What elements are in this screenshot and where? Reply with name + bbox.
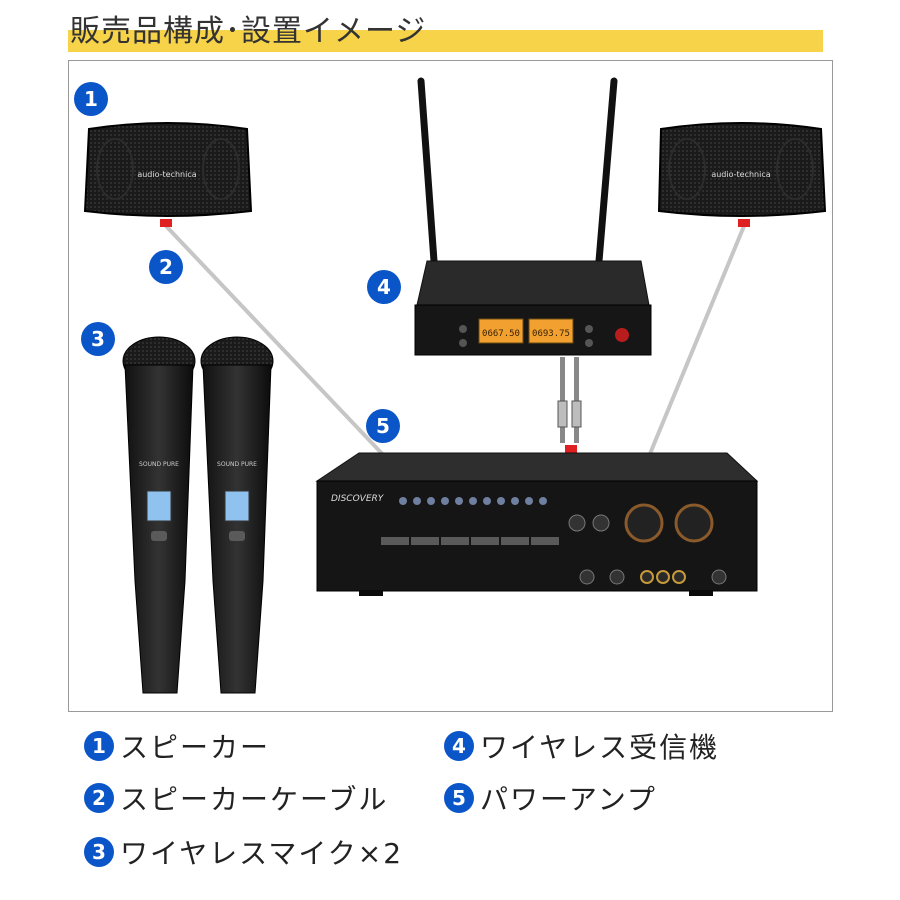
legend-label-4: ワイヤレス受信機 — [480, 731, 720, 764]
power-amplifier: DISCOVERY — [315, 452, 759, 596]
legend-badge-4: 4 — [444, 731, 474, 761]
legend-label-2: スピーカーケーブル — [120, 783, 389, 816]
wireless-receiver: 0667.50 0693.75 — [414, 77, 652, 356]
badge-3: 3 — [81, 322, 115, 356]
mic-1-brand: SOUND PURE — [139, 461, 179, 468]
speaker-left: audio-technica — [83, 122, 253, 227]
page-title: 販売品構成･設置イメージ — [70, 14, 427, 49]
speaker-right-connector — [738, 219, 750, 227]
svg-text:3: 3 — [91, 327, 105, 351]
badge-4: 4 — [367, 270, 401, 304]
speaker-right: audio-technica — [657, 122, 827, 227]
speaker-right-brand: audio-technica — [711, 170, 770, 179]
badge-1: 1 — [74, 82, 108, 116]
speaker-left-brand: audio-technica — [137, 170, 196, 179]
speaker-left-connector — [160, 219, 172, 227]
legend-item-wireless-mic: 3 ワイヤレスマイク×2 — [84, 832, 403, 872]
amp-input-connector — [565, 445, 577, 453]
receiver-display-2: 0693.75 — [532, 329, 570, 339]
mic-2-brand: SOUND PURE — [217, 461, 257, 468]
header-accent-band — [68, 30, 823, 52]
legend-item-speaker: 1 スピーカー — [84, 726, 270, 766]
svg-text:2: 2 — [159, 255, 173, 279]
diagram-canvas: audio-technica audio-technica 0667.50 06… — [74, 77, 827, 694]
legend-item-speaker-cable: 2 スピーカーケーブル — [84, 778, 388, 818]
wireless-mic-1: SOUND PURE — [122, 336, 196, 694]
receiver-display-1: 0667.50 — [482, 329, 520, 339]
svg-text:1: 1 — [84, 87, 98, 111]
legend-badge-5: 5 — [444, 783, 474, 813]
wireless-mic-2: SOUND PURE — [200, 336, 274, 694]
badge-2: 2 — [149, 250, 183, 284]
badge-5: 5 — [366, 409, 400, 443]
amp-brand: DISCOVERY — [331, 494, 385, 504]
svg-text:5: 5 — [376, 414, 390, 438]
legend-badge-2: 2 — [84, 783, 114, 813]
page-header: 販売品構成･設置イメージ — [68, 0, 828, 60]
legend-badge-3: 3 — [84, 837, 114, 867]
legend-label-5: パワーアンプ — [480, 783, 657, 816]
legend-badge-1: 1 — [84, 731, 114, 761]
setup-diagram: audio-technica audio-technica 0667.50 06… — [68, 60, 833, 712]
component-legend: 1 スピーカー 2 スピーカーケーブル 3 ワイヤレスマイク×2 4 ワイヤレス… — [84, 722, 844, 882]
legend-label-1: スピーカー — [120, 731, 271, 764]
svg-text:4: 4 — [377, 275, 391, 299]
audio-cables — [557, 357, 582, 453]
legend-item-power-amp: 5 パワーアンプ — [444, 778, 657, 818]
legend-label-3: ワイヤレスマイク×2 — [120, 837, 404, 870]
legend-item-receiver: 4 ワイヤレス受信機 — [444, 726, 719, 766]
speaker-cable-left — [164, 224, 391, 463]
speaker-cable-right — [645, 225, 746, 462]
